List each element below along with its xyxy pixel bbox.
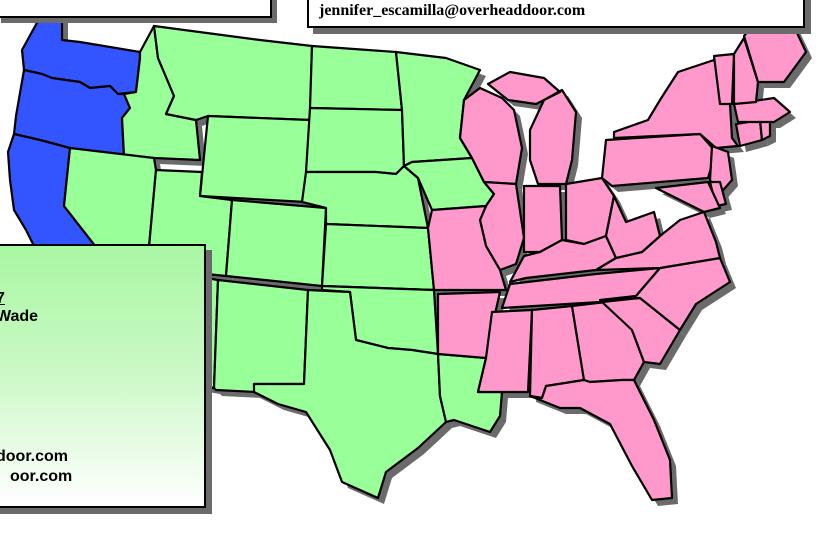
state-sd <box>304 106 406 176</box>
state-wy <box>198 114 312 204</box>
bottom-left-info-box: 7 Wade door.com oor.com <box>0 244 206 508</box>
state-mi <box>486 70 578 186</box>
state-ct <box>734 118 764 148</box>
state-md <box>654 180 722 214</box>
state-wv <box>604 194 662 260</box>
contact-extension: 7 <box>0 290 5 307</box>
state-pa <box>600 132 718 188</box>
state-mt <box>152 24 314 122</box>
state-ks <box>320 222 436 292</box>
state-nm <box>212 278 310 394</box>
contact-email-line-1: door.com <box>0 448 69 465</box>
state-vt <box>712 52 736 106</box>
top-left-info-box <box>0 0 272 18</box>
contact-name: Wade <box>0 308 39 325</box>
state-ma <box>732 96 792 124</box>
state-ny <box>612 58 740 150</box>
contact-email: jennifer_escamilla@overheaddoor.com <box>319 2 586 19</box>
contact-email-line-2: oor.com <box>10 468 73 485</box>
state-wi <box>458 86 524 186</box>
state-mo <box>426 204 508 292</box>
state-nh <box>732 36 760 106</box>
map-state-layer <box>6 6 808 502</box>
top-right-info-box: jennifer_escamilla@overheaddoor.com <box>307 0 805 28</box>
state-tx <box>252 288 448 500</box>
state-co <box>224 198 328 288</box>
state-ne <box>300 164 430 230</box>
state-fl <box>528 378 674 502</box>
state-nd <box>308 44 404 112</box>
state-nc <box>598 256 732 332</box>
